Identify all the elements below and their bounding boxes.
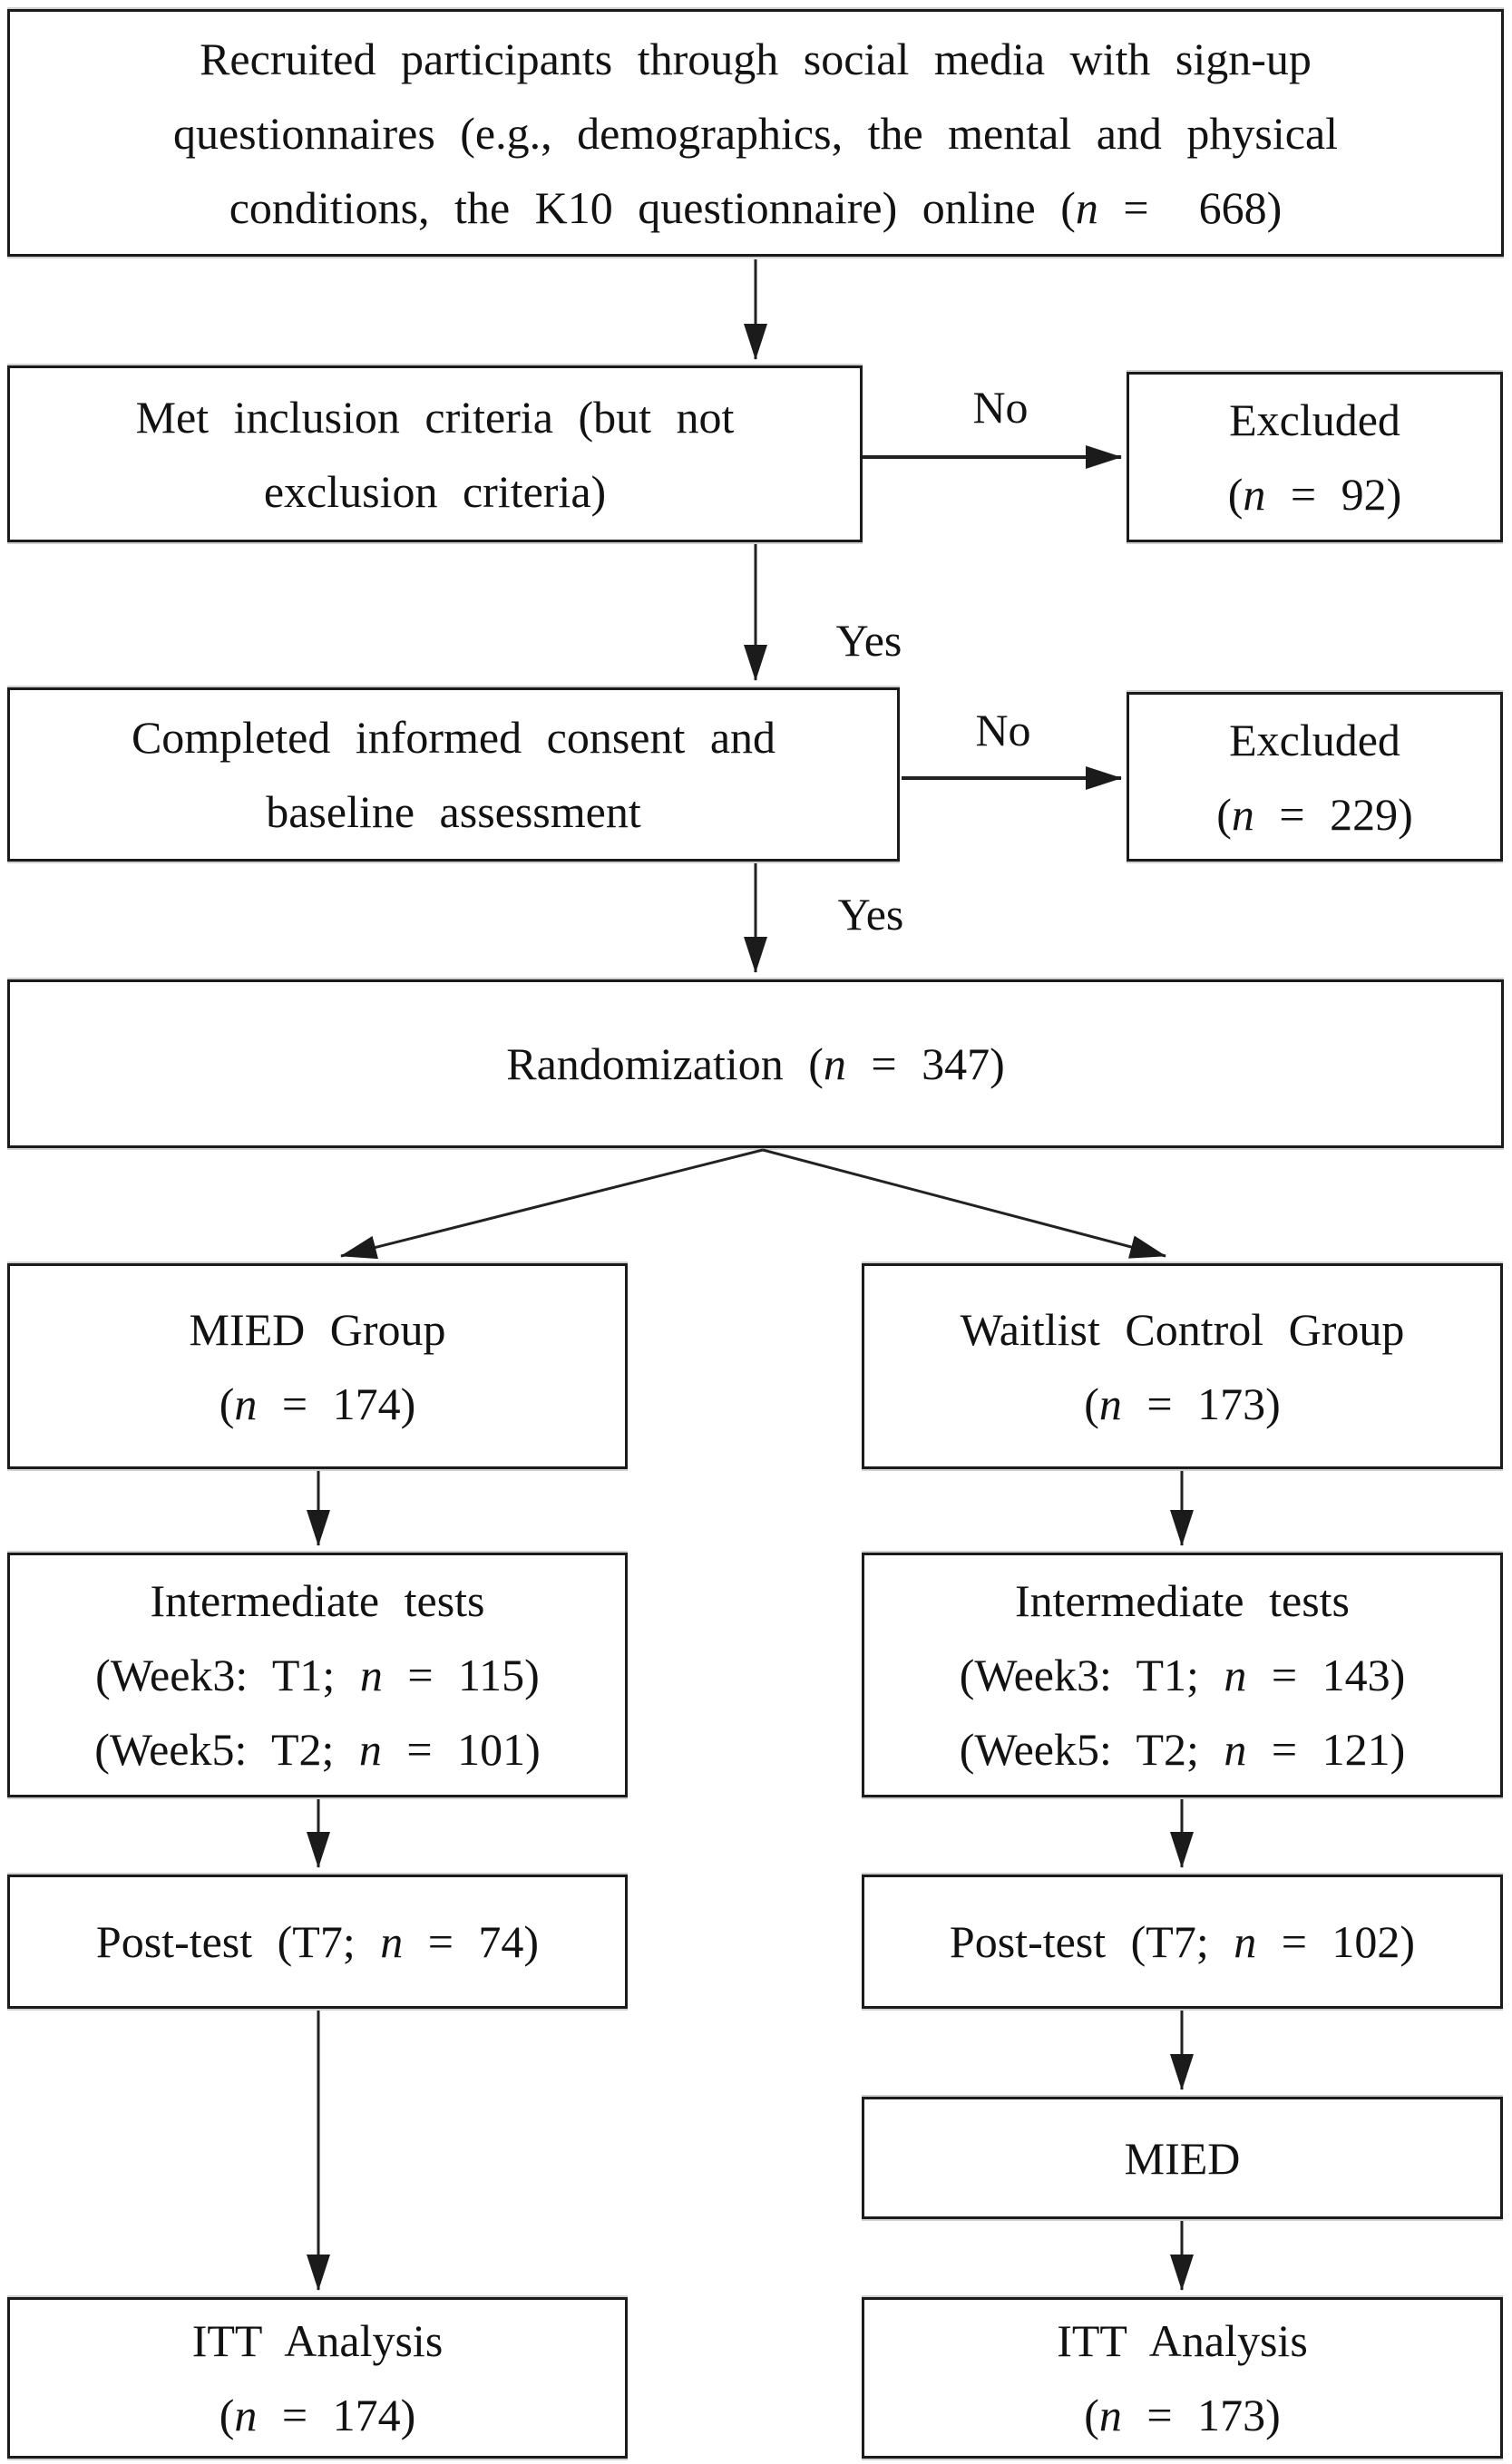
box-excluded-inclusion: Excluded (n = 92) [1127, 372, 1503, 542]
box-itt-waitlist-line1: ITT Analysis [1057, 2315, 1308, 2366]
edge-label-yes-1: Yes [830, 614, 908, 667]
text-segment-italic-n: n [1224, 1650, 1247, 1700]
box-recruited: Recruited participants through social me… [7, 9, 1504, 257]
box-excluded-consent: Excluded (n = 229) [1127, 692, 1503, 862]
box-recruited-line1: Recruited participants through social me… [200, 33, 1312, 84]
text-segment: ( [1084, 1378, 1099, 1429]
edge-label-no-2: No [970, 704, 1037, 756]
text-segment: = 173) [1121, 1378, 1281, 1429]
text-segment: = 121) [1246, 1724, 1406, 1775]
box-itt-mied-line1: ITT Analysis [191, 2315, 444, 2366]
box-posttest-waitlist: Post-test (T7; n = 102) [862, 1875, 1503, 2009]
box-inclusion-line2: exclusion criteria) [263, 465, 607, 517]
box-intermediate-waitlist-line3: (Week5: T2; n = 121) [960, 1712, 1406, 1787]
text-segment: (Week5: T2; [959, 1724, 1224, 1775]
box-itt-mied: ITT Analysis (n = 174) [7, 2297, 628, 2459]
box-posttest-mied: Post-test (T7; n = 74) [7, 1875, 628, 2009]
text-segment: = 347) [845, 1038, 1005, 1089]
box-itt-mied-line2: (n = 174) [219, 2378, 416, 2452]
box-intermediate-mied: Intermediate tests (Week3: T1; n = 115) … [7, 1553, 628, 1797]
box-intermediate-waitlist: Intermediate tests (Week3: T1; n = 143) … [862, 1553, 1503, 1797]
box-randomization-line1: Randomization (n = 347) [506, 1027, 1005, 1101]
arrow-randomization-to-waitlist-group [762, 1148, 1166, 1259]
box-consent-line1: Completed informed consent and [131, 712, 776, 763]
text-segment: = 143) [1246, 1650, 1406, 1700]
box-inclusion-line1: Met inclusion criteria (but not [135, 391, 735, 443]
box-excluded-1-line2: (n = 92) [1228, 457, 1402, 531]
box-intermediate-waitlist-line1: Intermediate tests [1014, 1575, 1351, 1626]
text-segment: ( [1084, 2390, 1099, 2440]
edge-label-no-1: No [967, 381, 1034, 433]
box-mied-intervention: MIED [862, 2097, 1503, 2219]
text-segment: (Week3: T1; [95, 1650, 360, 1700]
box-mied-group-line1: MIED Group [189, 1303, 446, 1355]
text-segment: = 115) [382, 1650, 540, 1700]
text-segment-italic-n: n [1098, 2390, 1122, 2440]
text-segment: = 229) [1253, 788, 1413, 840]
text-segment: = 174) [257, 1378, 416, 1429]
text-segment-italic-n: n [358, 1724, 382, 1775]
text-segment-italic-n: n [234, 1378, 258, 1429]
box-mied-group: MIED Group (n = 174) [7, 1263, 628, 1469]
text-segment-italic-n: n [1234, 1916, 1257, 1967]
text-segment-italic-n: n [1075, 181, 1098, 233]
box-intermediate-waitlist-line2: (Week3: T1; n = 143) [960, 1638, 1406, 1712]
box-recruited-line2: questionnaires (e.g., demographics, the … [172, 107, 1339, 159]
text-segment: = 101) [381, 1724, 541, 1775]
text-segment-italic-n: n [1224, 1724, 1247, 1775]
box-consent-line2: baseline assessment [266, 786, 641, 837]
box-itt-waitlist: ITT Analysis (n = 173) [862, 2297, 1503, 2459]
box-posttest-waitlist-line1: Post-test (T7; n = 102) [950, 1904, 1415, 1979]
box-consent: Completed informed consent and baseline … [7, 687, 900, 862]
text-segment-italic-n: n [1243, 469, 1266, 520]
text-segment: = 102) [1256, 1916, 1416, 1967]
text-segment: ( [219, 1378, 235, 1429]
box-posttest-mied-line1: Post-test (T7; n = 74) [96, 1904, 539, 1979]
text-segment-italic-n: n [1098, 1378, 1122, 1429]
text-segment: = 74) [403, 1916, 540, 1967]
text-segment-italic-n: n [380, 1916, 404, 1967]
text-segment: = 668) [1097, 181, 1283, 233]
text-segment-italic-n: n [823, 1038, 846, 1089]
text-segment: = 173) [1121, 2390, 1281, 2440]
text-segment-italic-n: n [359, 1650, 383, 1700]
text-segment: Randomization ( [506, 1038, 824, 1089]
box-waitlist-group-line1: Waitlist Control Group [960, 1303, 1405, 1355]
box-waitlist-group-line2: (n = 173) [1084, 1367, 1281, 1441]
box-waitlist-group: Waitlist Control Group (n = 173) [862, 1263, 1503, 1469]
text-segment: Post-test (T7; [949, 1916, 1234, 1967]
box-excluded-1-line1: Excluded [1229, 394, 1400, 445]
text-segment: (Week5: T2; [94, 1724, 359, 1775]
text-segment: (Week3: T1; [959, 1650, 1224, 1700]
box-excluded-2-line1: Excluded [1229, 714, 1400, 765]
text-segment: Post-test (T7; [95, 1916, 381, 1967]
box-itt-waitlist-line2: (n = 173) [1084, 2378, 1281, 2452]
box-excluded-2-line2: (n = 229) [1216, 777, 1413, 852]
box-intermediate-mied-line3: (Week5: T2; n = 101) [94, 1712, 541, 1787]
box-mied-intervention-line1: MIED [1124, 2132, 1241, 2184]
box-intermediate-mied-line1: Intermediate tests [150, 1575, 485, 1626]
text-segment-italic-n: n [1231, 788, 1254, 840]
text-segment: = 92) [1265, 469, 1402, 520]
text-segment: conditions, the K10 questionnaire) onlin… [229, 181, 1076, 233]
arrow-randomization-to-mied-group [340, 1148, 764, 1260]
text-segment-italic-n: n [234, 2390, 258, 2440]
box-inclusion-criteria: Met inclusion criteria (but not exclusio… [7, 365, 863, 542]
text-segment: ( [1227, 469, 1244, 520]
text-segment: ( [1216, 788, 1232, 840]
box-mied-group-line2: (n = 174) [219, 1367, 416, 1441]
text-segment: = 174) [257, 2390, 416, 2440]
box-recruited-line3: conditions, the K10 questionnaire) onlin… [229, 170, 1283, 245]
edge-label-yes-2: Yes [832, 888, 910, 940]
box-randomization: Randomization (n = 347) [7, 979, 1504, 1148]
text-segment: ( [219, 2390, 235, 2440]
box-intermediate-mied-line2: (Week3: T1; n = 115) [95, 1638, 540, 1712]
